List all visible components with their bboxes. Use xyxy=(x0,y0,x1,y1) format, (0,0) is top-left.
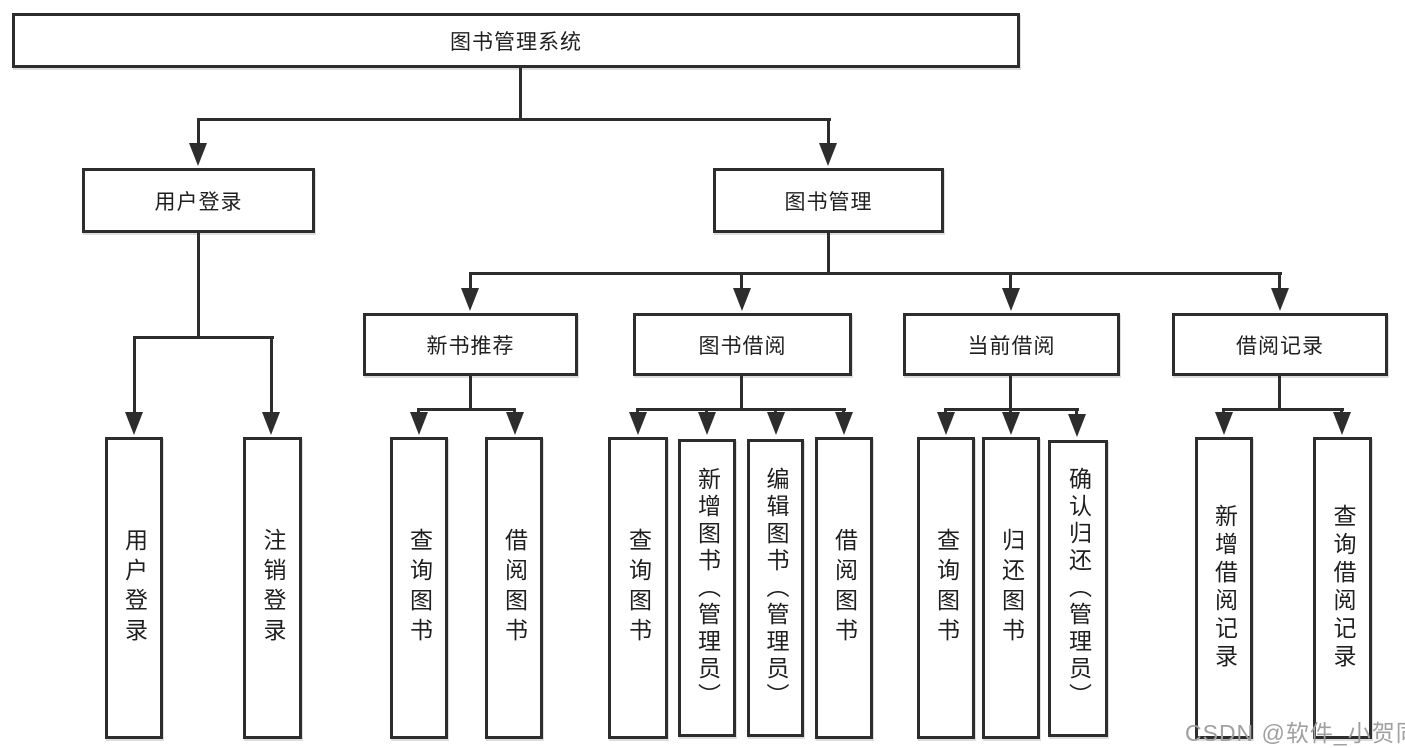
connector-book-management-drop xyxy=(827,233,830,275)
node-new-book-recommend: 新书推荐 xyxy=(363,313,578,376)
connector-book-management-hline xyxy=(469,272,1282,275)
arrow-to-leaf-user-login-icon xyxy=(125,412,143,435)
arrow-to-book-borrow-icon xyxy=(733,288,751,311)
connector-to-book-borrow-line xyxy=(740,272,743,292)
leaf-current-return: 归还图书 xyxy=(982,437,1040,739)
connector-to-current-borrow-line xyxy=(1009,272,1012,292)
leaf-borrow-borrow: 借阅图书 xyxy=(815,437,873,739)
arrow-to-newbook-query-icon xyxy=(410,412,428,435)
connector-user-login-drop xyxy=(197,233,200,339)
connector-book-borrow-drop xyxy=(740,376,743,411)
leaf-borrow-add: 新增图书（管理员） xyxy=(678,439,736,737)
connector-borrow-records-drop xyxy=(1278,376,1281,411)
connector-user-login-hline xyxy=(133,336,274,339)
connector-current-borrow-drop xyxy=(1009,376,1012,411)
leaf-records-add: 新增借阅记录 xyxy=(1195,437,1253,739)
leaf-user-login-label: 用户登录 xyxy=(121,528,148,648)
arrow-to-leaf-logout-icon xyxy=(262,412,280,435)
leaf-borrow-query-label: 查询图书 xyxy=(625,528,652,648)
leaf-borrow-edit: 编辑图书（管理员） xyxy=(747,439,804,737)
leaf-borrow-edit-label: 编辑图书（管理员） xyxy=(763,466,789,710)
arrow-to-user-login-icon xyxy=(189,143,207,166)
leaf-newbook-query: 查询图书 xyxy=(390,437,448,739)
connector-to-leaf-logout-line xyxy=(270,336,273,416)
leaf-borrow-borrow-label: 借阅图书 xyxy=(831,528,858,648)
leaf-current-query-label: 查询图书 xyxy=(933,528,960,648)
leaf-current-query: 查询图书 xyxy=(917,437,975,739)
connector-root-hline xyxy=(197,118,831,121)
connector-to-user-login-line xyxy=(197,118,200,148)
connector-new-book-drop xyxy=(469,376,472,411)
leaf-borrow-add-label: 新增图书（管理员） xyxy=(694,466,721,710)
arrow-to-current-query-icon xyxy=(937,412,955,435)
leaf-logout: 注销登录 xyxy=(243,437,302,739)
leaf-records-query: 查询借阅记录 xyxy=(1313,437,1372,739)
leaf-current-confirm: 确认归还（管理员） xyxy=(1048,440,1108,737)
leaf-records-query-label: 查询借阅记录 xyxy=(1330,504,1356,672)
arrow-to-records-add-icon xyxy=(1215,412,1233,435)
arrow-to-borrow-edit-icon xyxy=(767,412,785,435)
arrow-to-records-query-icon xyxy=(1333,412,1351,435)
arrow-to-current-return-icon xyxy=(1002,412,1020,435)
connector-to-current-confirm-line xyxy=(1075,408,1078,418)
arrow-to-book-management-icon xyxy=(819,143,837,166)
leaf-newbook-borrow: 借阅图书 xyxy=(485,437,543,739)
node-book-management: 图书管理 xyxy=(713,168,944,233)
arrow-to-borrow-records-icon xyxy=(1271,288,1289,311)
leaf-user-login: 用户登录 xyxy=(105,437,163,739)
connector-to-borrow-records-line xyxy=(1278,272,1281,292)
leaf-logout-label: 注销登录 xyxy=(260,528,286,648)
leaf-newbook-borrow-label: 借阅图书 xyxy=(501,528,528,648)
connector-root-drop xyxy=(519,68,522,121)
leaf-current-confirm-label: 确认归还（管理员） xyxy=(1065,467,1092,710)
connector-to-leaf-user-login-line xyxy=(133,336,136,416)
node-user-login: 用户登录 xyxy=(82,168,315,233)
leaf-borrow-query: 查询图书 xyxy=(608,437,668,739)
node-current-borrow: 当前借阅 xyxy=(903,313,1120,376)
arrow-to-new-book-icon xyxy=(461,288,479,311)
node-library-management-system: 图书管理系统 xyxy=(12,13,1020,68)
node-book-borrow: 图书借阅 xyxy=(633,313,852,376)
connector-new-book-hline xyxy=(417,408,516,411)
leaf-records-add-label: 新增借阅记录 xyxy=(1211,504,1238,672)
connector-book-borrow-hline xyxy=(636,408,846,411)
csdn-watermark: CSDN @软件_小贺同学 xyxy=(1185,720,1405,746)
arrow-to-borrow-query-icon xyxy=(629,412,647,435)
leaf-current-return-label: 归还图书 xyxy=(998,528,1025,648)
connector-to-book-management-line xyxy=(827,118,830,148)
leaf-newbook-query-label: 查询图书 xyxy=(406,528,433,648)
connector-to-new-book-line xyxy=(469,272,472,292)
arrow-to-current-confirm-icon xyxy=(1068,414,1086,437)
arrow-to-newbook-borrow-icon xyxy=(506,412,524,435)
arrow-to-current-borrow-icon xyxy=(1002,288,1020,311)
node-borrow-records: 借阅记录 xyxy=(1172,313,1388,376)
arrow-to-borrow-borrow-icon xyxy=(835,412,853,435)
connector-borrow-records-hline xyxy=(1222,408,1344,411)
arrow-to-borrow-add-icon xyxy=(698,412,716,435)
